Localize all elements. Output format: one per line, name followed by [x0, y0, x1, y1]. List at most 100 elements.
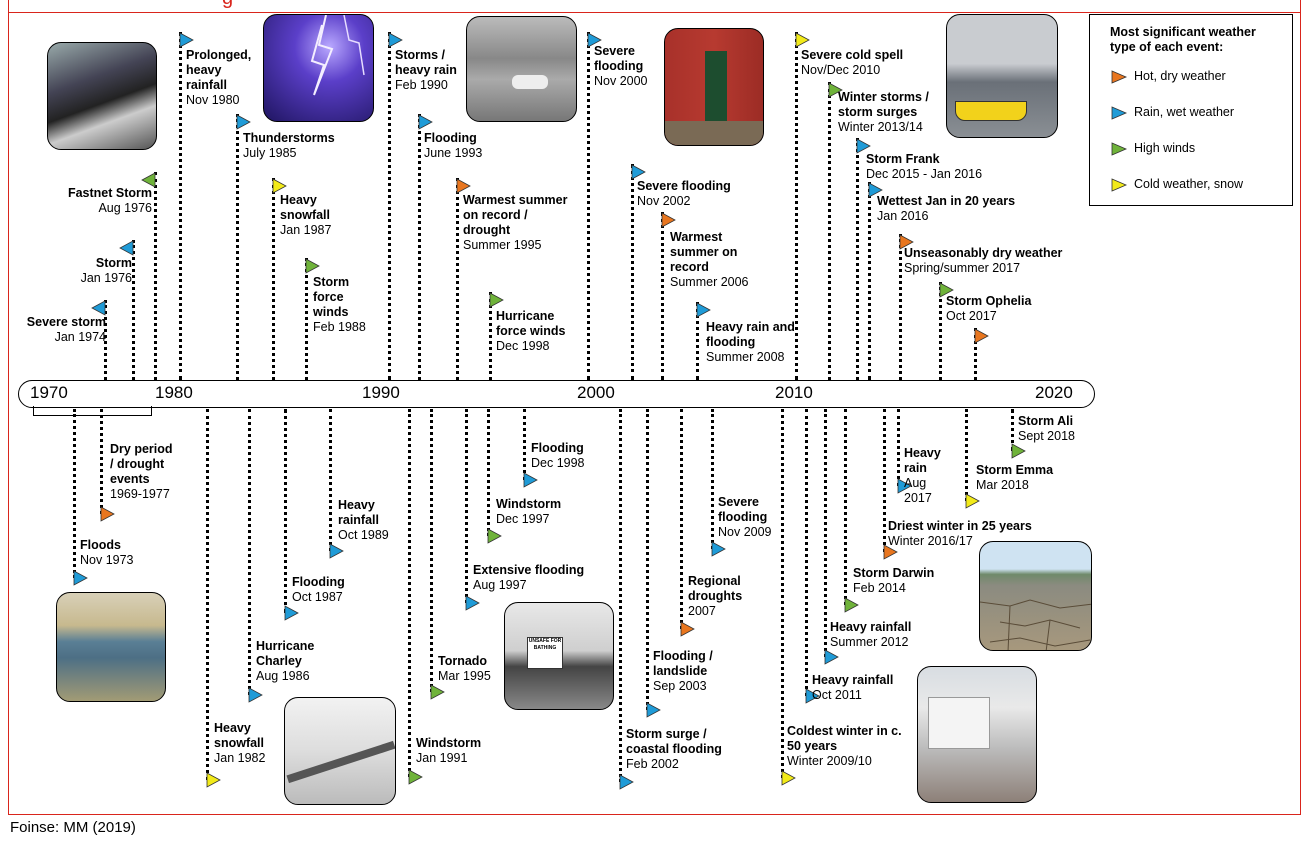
connector-line — [680, 409, 683, 629]
figure-frame — [8, 0, 1301, 815]
legend-item-wind: High winds — [1110, 141, 1195, 156]
connector-line — [489, 292, 492, 380]
connector-line — [781, 409, 784, 778]
rain-weather-flag-icon — [587, 32, 602, 48]
rain-weather-flag-icon — [388, 32, 403, 48]
dry-cracked-lakebed-photo — [979, 541, 1092, 651]
wind-weather-flag-icon — [408, 769, 423, 785]
connector-line — [305, 258, 308, 380]
title-fragment: g — [222, 0, 233, 8]
connector-line — [974, 328, 977, 380]
connector-line — [661, 212, 664, 380]
rain-weather-flag-icon — [418, 114, 433, 130]
axis-year-1970: 1970 — [30, 383, 68, 402]
connector-line — [824, 409, 827, 657]
snowy-road-photo — [284, 697, 396, 805]
wind-weather-flag-icon — [305, 258, 320, 274]
connector-line — [430, 409, 433, 692]
connector-line — [104, 300, 107, 380]
timeline-axis — [18, 380, 1095, 408]
connector-line — [805, 409, 808, 696]
connector-line — [619, 409, 622, 782]
flooded-harbour-photo — [946, 14, 1058, 138]
connector-line — [795, 32, 798, 380]
wind-weather-flag-icon — [939, 282, 954, 298]
lightning-bolt-icon — [310, 15, 365, 96]
wind-weather-flag-icon — [1011, 443, 1026, 459]
rain-weather-flag-icon — [465, 595, 480, 611]
cold-weather-flag-icon — [965, 493, 980, 509]
rain-weather-flag-icon — [248, 687, 263, 703]
legend-title: Most significant weather type of each ev… — [1110, 25, 1256, 54]
cold-weather-flag-icon — [272, 178, 287, 194]
connector-line — [206, 409, 209, 780]
connector-line — [418, 114, 421, 380]
rain-weather-flag-icon — [619, 774, 634, 790]
connector-line — [828, 82, 831, 380]
axis-year-2020: 2020 — [1035, 383, 1073, 402]
connector-line — [73, 409, 76, 578]
rain-weather-flag-icon — [631, 164, 646, 180]
connector-line — [284, 409, 287, 613]
unsafe-sign: UNSAFE FOR BATHING — [527, 637, 563, 669]
hot-weather-flag-icon — [661, 212, 676, 228]
hot-weather-flag-icon — [974, 328, 989, 344]
rain-weather-flag-icon — [711, 541, 726, 557]
unsafe-for-bathing-photo: UNSAFE FOR BATHING — [504, 602, 614, 710]
green-flag-icon — [1111, 142, 1128, 156]
rain-weather-flag-icon — [856, 138, 871, 154]
cracks-pattern — [980, 599, 1091, 650]
axis-year-2010: 2010 — [775, 383, 813, 402]
rain-weather-flag-icon — [329, 543, 344, 559]
hot-weather-flag-icon — [100, 506, 115, 522]
connector-line — [897, 409, 900, 486]
storm-damage-photo — [917, 666, 1037, 803]
connector-line — [939, 282, 942, 380]
stormy-sea-photo — [47, 42, 157, 150]
connector-line — [856, 138, 859, 380]
blue-flag-icon — [1111, 106, 1128, 120]
hot-weather-flag-icon — [899, 234, 914, 250]
connector-line — [236, 114, 239, 380]
rain-weather-flag-icon — [805, 688, 820, 704]
wind-weather-flag-icon — [489, 292, 504, 308]
rain-weather-flag-icon — [73, 570, 88, 586]
flooded-field-photo — [56, 592, 166, 702]
connector-line — [631, 164, 634, 380]
legend-item-hot: Hot, dry weather — [1110, 69, 1226, 84]
connector-line — [1011, 409, 1014, 451]
wind-weather-flag-icon — [141, 172, 156, 188]
cold-weather-flag-icon — [781, 770, 796, 786]
rain-weather-flag-icon — [236, 114, 251, 130]
drought-period-bracket — [33, 406, 152, 416]
connector-line — [154, 172, 157, 380]
wind-weather-flag-icon — [828, 82, 843, 98]
connector-line — [523, 409, 526, 480]
axis-year-1980: 1980 — [155, 383, 193, 402]
legend: Most significant weather type of each ev… — [1089, 14, 1293, 206]
connector-line — [899, 234, 902, 380]
